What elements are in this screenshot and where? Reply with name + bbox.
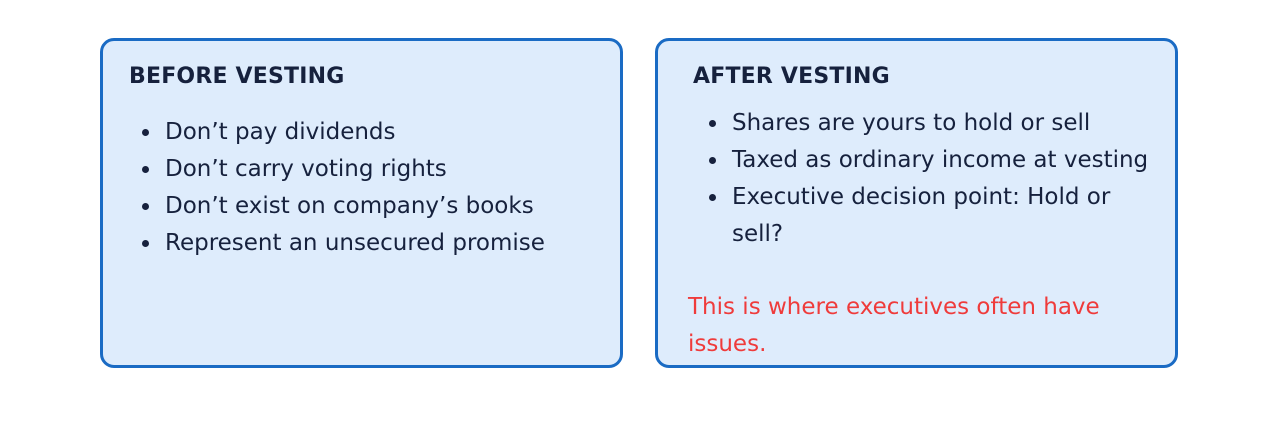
- bullet-dot-icon: [709, 194, 716, 201]
- after-vesting-card: AFTER VESTING Shares are yours to hold o…: [655, 38, 1178, 368]
- list-item-text: Don’t exist on company’s books: [165, 193, 534, 219]
- list-item: Don’t carry voting rights: [139, 151, 579, 188]
- before-vesting-card: BEFORE VESTING Don’t pay dividends Don’t…: [100, 38, 623, 368]
- list-item-text: Shares are yours to hold or sell: [732, 110, 1091, 136]
- list-item-text: Don’t carry voting rights: [165, 156, 447, 182]
- list-item-text: Taxed as ordinary income at vesting: [732, 147, 1149, 173]
- list-item: Taxed as ordinary income at vesting: [706, 142, 1156, 179]
- list-item: Executive decision point: Hold or sell?: [706, 179, 1156, 253]
- before-vesting-list: Don’t pay dividends Don’t carry voting r…: [139, 114, 579, 262]
- bullet-dot-icon: [709, 120, 716, 127]
- before-vesting-title: BEFORE VESTING: [129, 64, 345, 89]
- list-item-text: Represent an unsecured promise: [165, 230, 545, 256]
- list-item: Represent an unsecured promise: [139, 225, 579, 262]
- list-item: Don’t pay dividends: [139, 114, 579, 151]
- bullet-dot-icon: [142, 129, 149, 136]
- list-item-text: Don’t pay dividends: [165, 119, 396, 145]
- bullet-dot-icon: [142, 240, 149, 247]
- warning-note: This is where executives often have issu…: [688, 294, 1100, 357]
- after-vesting-title: AFTER VESTING: [693, 64, 890, 89]
- list-item-text: Executive decision point: Hold or sell?: [732, 184, 1111, 247]
- bullet-dot-icon: [142, 166, 149, 173]
- after-vesting-list: Shares are yours to hold or sell Taxed a…: [706, 105, 1156, 253]
- bullet-dot-icon: [142, 203, 149, 210]
- bullet-dot-icon: [709, 157, 716, 164]
- list-item: Shares are yours to hold or sell: [706, 105, 1156, 142]
- list-item: Don’t exist on company’s books: [139, 188, 579, 225]
